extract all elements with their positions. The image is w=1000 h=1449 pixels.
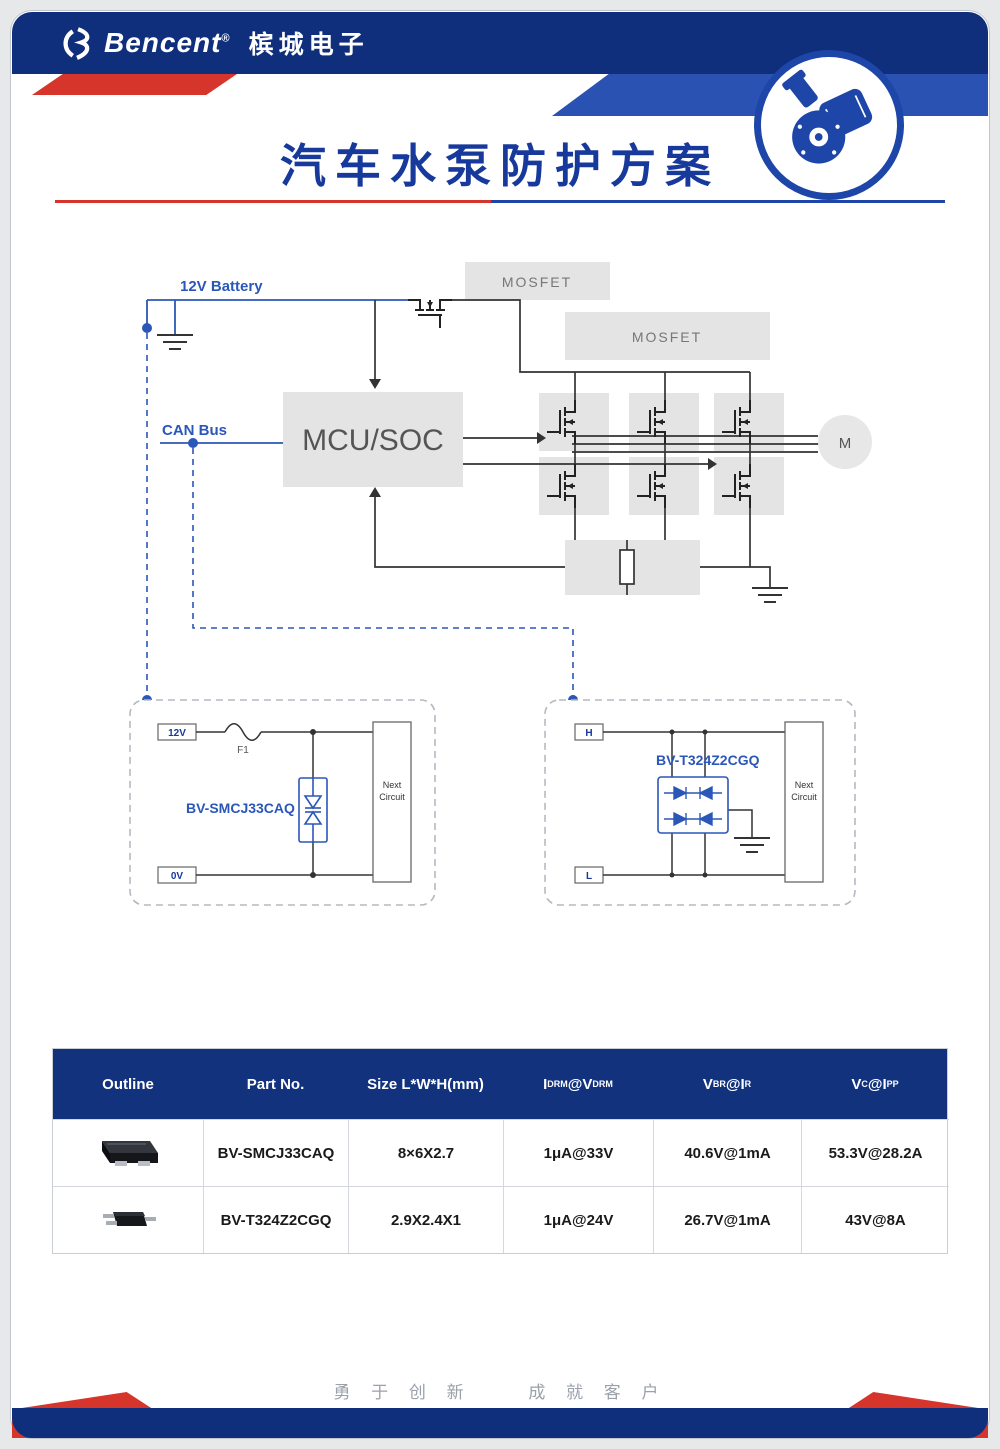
blue-wires xyxy=(146,299,408,444)
arrowheads xyxy=(369,379,717,497)
idrm-value: 1μA@33V xyxy=(503,1119,653,1186)
mosfet-label-box-2 xyxy=(565,312,770,360)
chip-outline-sot23-icon xyxy=(53,1186,203,1253)
bencent-logo-icon xyxy=(63,27,90,60)
tvs-array-symbol xyxy=(657,776,729,834)
slogan-left: 勇 于 创 新 xyxy=(333,1383,472,1402)
brand-reg-mark: ® xyxy=(221,32,231,45)
bridge-ground-icon xyxy=(751,587,789,603)
tvs-diode-symbol xyxy=(298,777,328,843)
vc-value: 53.3V@28.2A xyxy=(801,1119,949,1186)
terminal-12v-label: 12V xyxy=(168,728,186,739)
part-number: BV-T324Z2CGQ xyxy=(203,1186,348,1253)
chip-outline-smc-icon xyxy=(53,1119,203,1186)
terminal-h-label: H xyxy=(585,728,592,739)
circuit-wires xyxy=(374,299,820,595)
motor-circle xyxy=(818,415,872,469)
size-value: 2.9X2.4X1 xyxy=(348,1186,503,1253)
mcu-soc-box xyxy=(283,392,463,487)
table-row: BV-T324Z2CGQ 2.9X2.4X1 1μA@24V 26.7V@1mA… xyxy=(53,1186,949,1253)
array-part-label: BV-T324Z2CGQ xyxy=(656,752,760,768)
page-title: 汽车水泵防护方案 xyxy=(280,140,720,192)
footer-slogan: 勇 于 创 新 成 就 客 户 xyxy=(0,1378,1000,1403)
can-bus-label: CAN Bus xyxy=(162,422,227,439)
motor-label: M xyxy=(839,435,852,452)
water-pump-icon xyxy=(782,69,873,164)
vbr-value: 40.6V@1mA xyxy=(653,1119,801,1186)
col-header-part-no: Part No. xyxy=(246,1075,305,1093)
logo: Bencent® 槟城电子 xyxy=(60,25,369,61)
detail-circuit-left: 12V 0V F1 BV-SMC xyxy=(129,699,436,906)
tvs-part-label: BV-SMCJ33CAQ xyxy=(186,800,295,816)
col-header-outline: Outline xyxy=(102,1075,154,1093)
circuit-diagram: M 12V Battery CAN Bus MOSFET MOSFET MCU/… xyxy=(129,262,872,906)
detail-circuit-right: H L xyxy=(544,699,856,906)
idrm-value: 1μA@24V xyxy=(503,1186,653,1253)
high-side-mosfet-symbol xyxy=(407,299,453,329)
next-circuit-box-right xyxy=(784,721,824,883)
callout-node-dots xyxy=(142,323,578,705)
footer-bar xyxy=(12,1408,988,1438)
water-pump-badge xyxy=(754,50,904,200)
part-number: BV-SMCJ33CAQ xyxy=(203,1119,348,1186)
fuse-symbol xyxy=(224,723,262,741)
table-row: BV-SMCJ33CAQ 8×6X2.7 1μA@33V 40.6V@1mA 5… xyxy=(53,1119,949,1186)
decor-stripe-red xyxy=(32,74,237,95)
mosfet-label-2: MOSFET xyxy=(632,329,702,345)
terminal-l-label: L xyxy=(586,871,592,882)
brand-name-cn: 槟城电子 xyxy=(248,31,369,59)
size-value: 8×6X2.7 xyxy=(348,1119,503,1186)
sense-resistor-symbol xyxy=(619,549,635,585)
mosfet-label-box-1 xyxy=(465,262,610,300)
battery-ground-icon xyxy=(156,334,194,350)
mosfet-label-1: MOSFET xyxy=(502,274,572,290)
title-underline xyxy=(55,200,945,203)
vbr-value: 26.7V@1mA xyxy=(653,1186,801,1253)
header-bar: Bencent® 槟城电子 xyxy=(12,12,988,74)
battery-label: 12V Battery xyxy=(180,278,263,295)
callout-dashed-lines xyxy=(146,333,574,697)
fuse-label: F1 xyxy=(237,745,249,756)
mcu-soc-label: MCU/SOC xyxy=(302,424,444,457)
next-circuit-label-left: Next Circuit xyxy=(379,780,405,802)
vc-value: 43V@8A xyxy=(801,1186,949,1253)
next-circuit-box-left xyxy=(372,721,412,883)
col-header-size: Size L*W*H(mm) xyxy=(367,1075,484,1093)
terminal-0v-label: 0V xyxy=(171,871,184,882)
next-circuit-label-right: Next Circuit xyxy=(791,780,817,802)
brand-name: Bencent® xyxy=(104,27,231,58)
slogan-right: 成 就 客 户 xyxy=(528,1383,667,1402)
